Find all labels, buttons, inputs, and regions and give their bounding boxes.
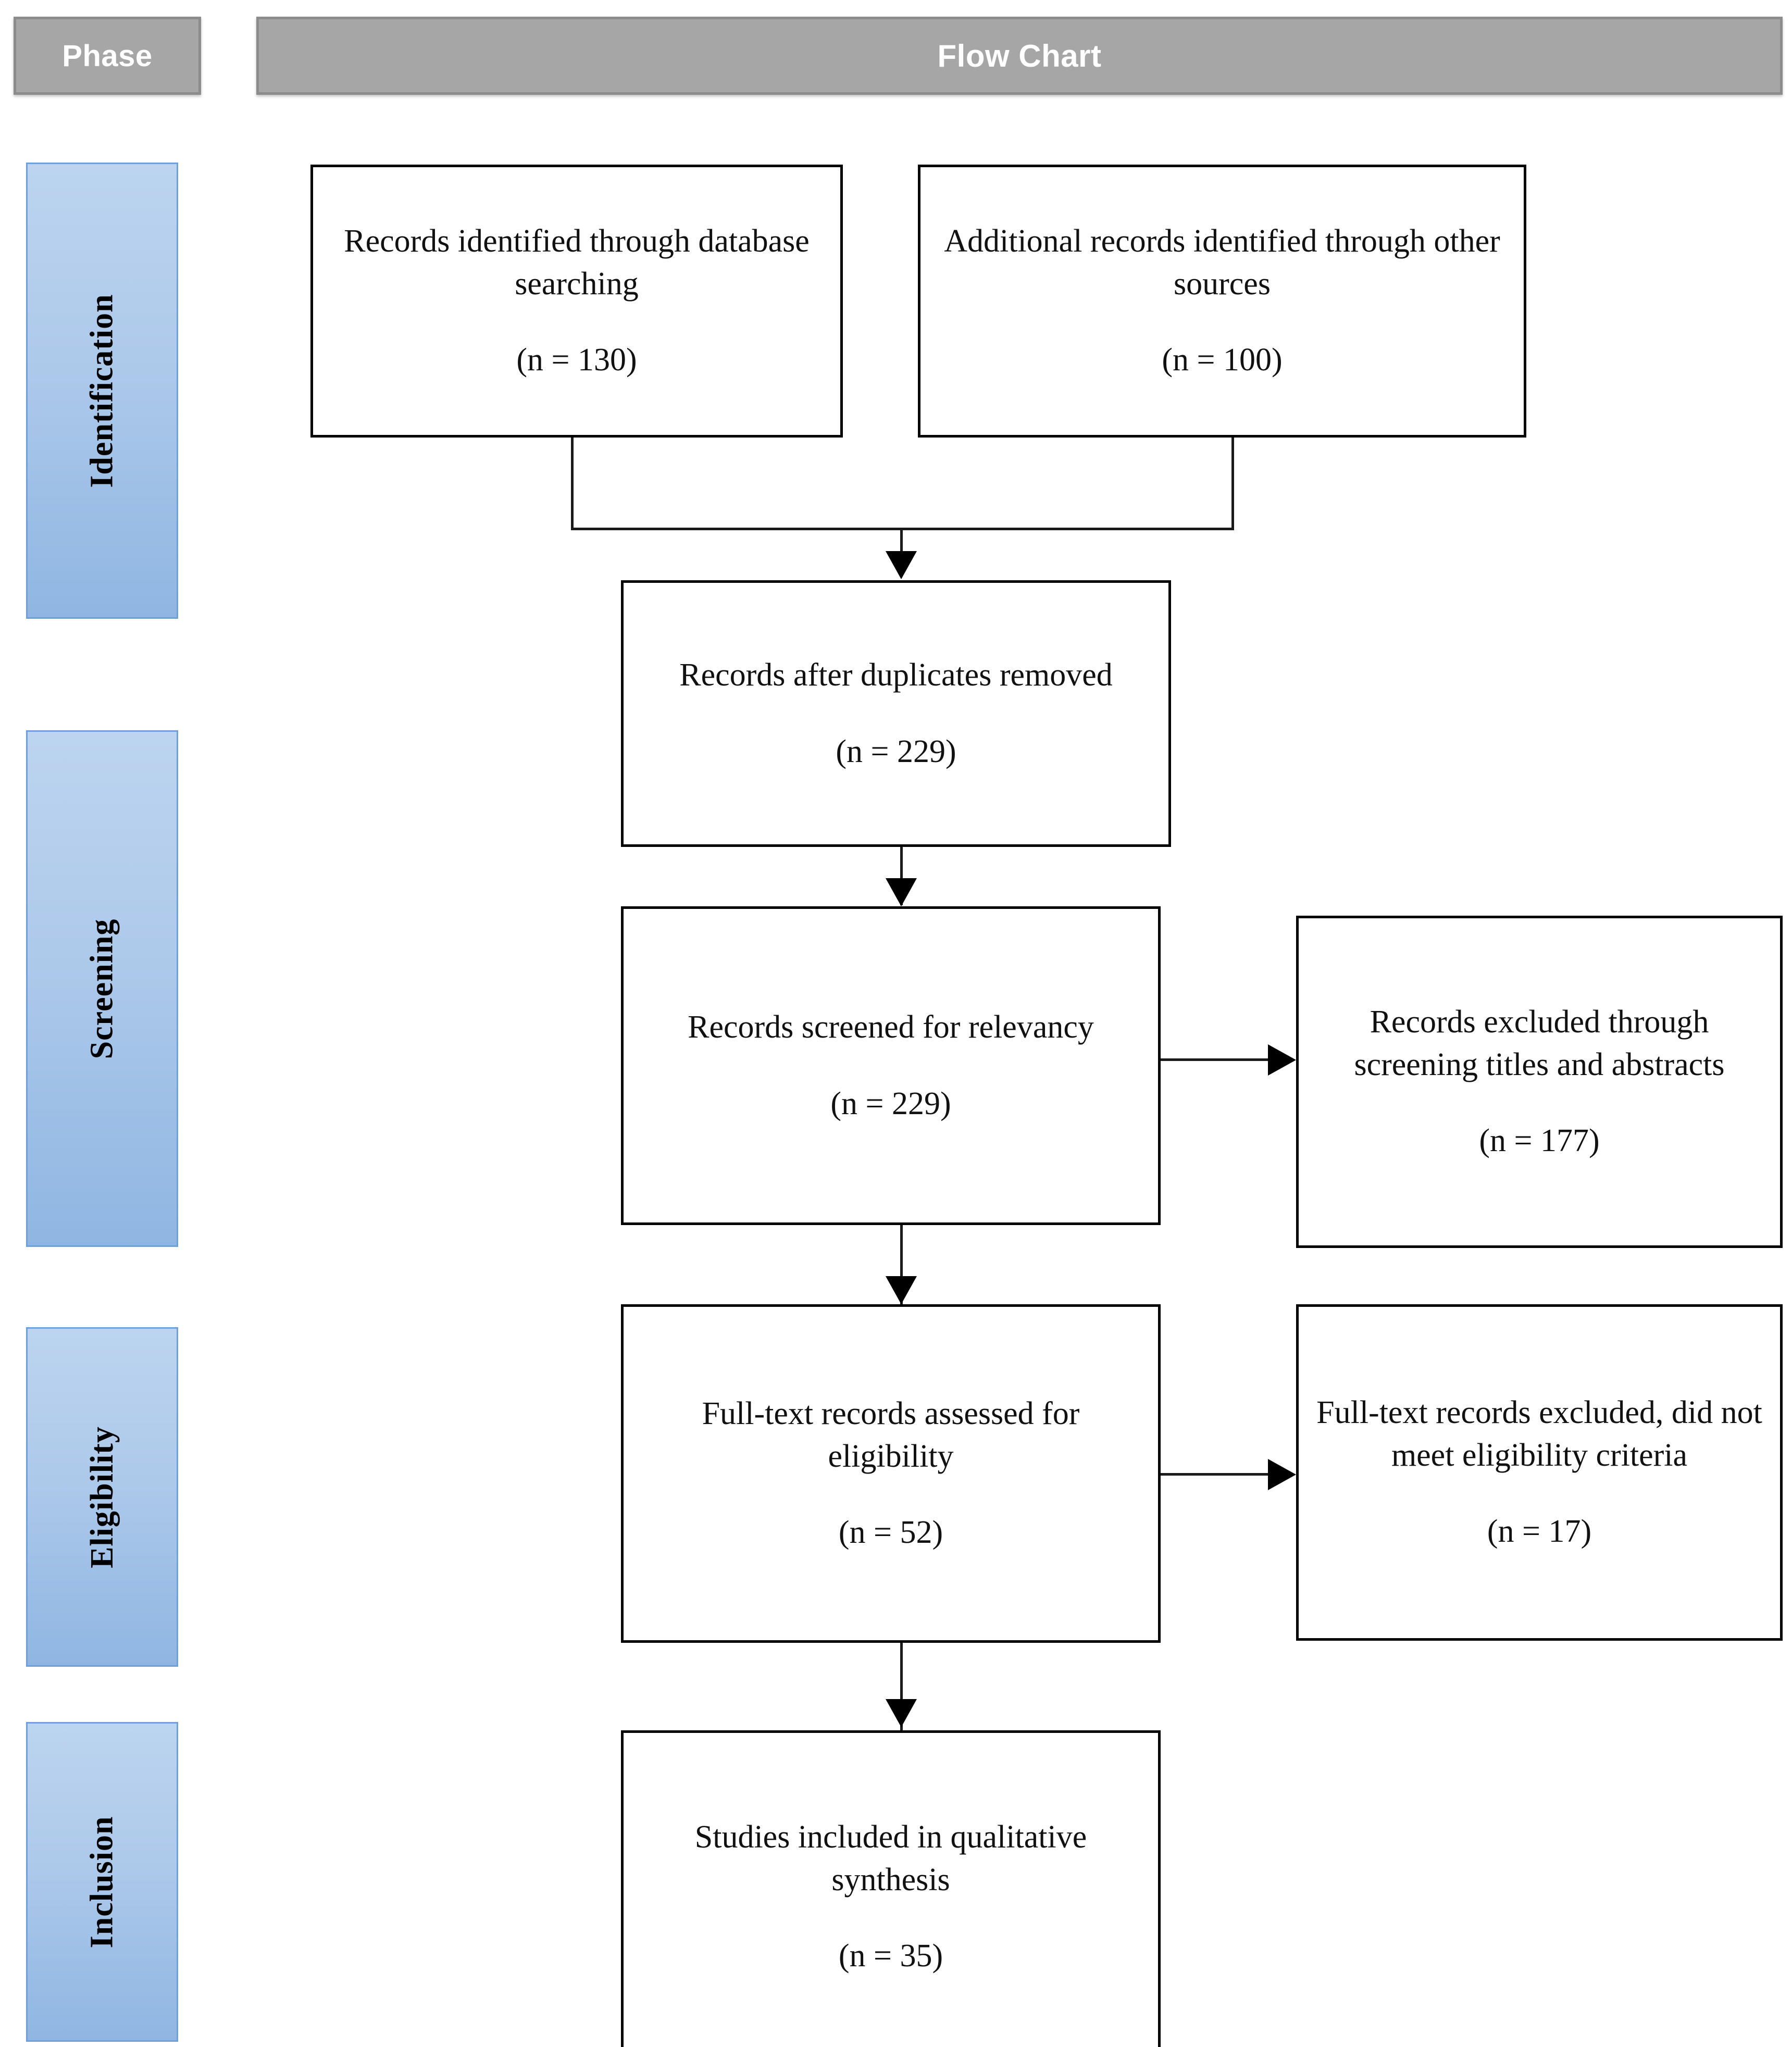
flow-chart-header-label: Flow Chart [937,38,1102,73]
box-records-screened-for-relevancy: Records screened for relevancy (n = 229) [621,906,1161,1225]
arrowhead-fulltext-to-included [886,1699,917,1727]
connector-dupes-to-screened [900,847,903,905]
connector-merge-to-dupes [900,528,903,573]
arrowhead-screened-to-fulltext [886,1276,917,1304]
box-title: Full-text records excluded, did not meet… [1316,1394,1762,1473]
arrowhead-fulltext-to-excluded [1268,1459,1296,1490]
connector-db-search-stub [571,438,574,530]
box-additional-records-other-sources: Additional records identified through ot… [918,165,1526,438]
box-title: Records screened for relevancy [688,1009,1094,1045]
box-title: Studies included in qualitative synthesi… [694,1819,1087,1898]
box-fulltext-assessed-eligibility: Full-text records assessed for eligibili… [621,1304,1161,1643]
arrowhead-screened-to-excluded [1268,1044,1296,1076]
box-title: Records identified through database sear… [344,223,810,302]
arrowhead-dupes-to-screened [886,878,917,906]
box-title: Records excluded through screening title… [1354,1004,1725,1082]
box-count: (n = 229) [830,1085,951,1121]
connector-other-sources-stub [1231,438,1234,530]
box-count: (n = 52) [838,1515,943,1551]
box-records-excluded-screening: Records excluded through screening title… [1296,916,1783,1248]
box-count: (n = 229) [836,733,956,769]
connector-screened-to-excluded [1161,1058,1271,1061]
box-title: Records after duplicates removed [679,657,1113,693]
flow-chart-header: Flow Chart [256,17,1783,95]
phase-header-label: Phase [62,39,153,73]
phase-bar-eligibility: Eligibility [26,1327,178,1667]
phase-bar-inclusion: Inclusion [26,1722,178,2042]
phase-label-screening: Screening [84,918,120,1059]
phase-column-header: Phase [14,17,201,95]
phase-label-inclusion: Inclusion [84,1816,120,1948]
box-count: (n = 35) [838,1938,943,1974]
connector-screened-to-fulltext [900,1225,903,1304]
phase-bar-identification: Identification [26,163,178,619]
arrowhead-merge-to-dupes [886,551,917,579]
box-title: Full-text records assessed for eligibili… [702,1395,1080,1474]
box-records-after-duplicates-removed: Records after duplicates removed (n = 22… [621,580,1171,847]
box-fulltext-excluded-criteria: Full-text records excluded, did not meet… [1296,1304,1783,1641]
phase-label-identification: Identification [84,293,120,488]
box-title: Additional records identified through ot… [944,223,1500,302]
phase-label-eligibility: Eligibility [84,1426,120,1568]
connector-fulltext-to-included [900,1643,903,1731]
box-count: (n = 100) [1162,342,1283,378]
box-count: (n = 17) [1487,1514,1592,1550]
box-count: (n = 177) [1479,1123,1600,1159]
box-studies-included-qualitative-synthesis: Studies included in qualitative synthesi… [621,1730,1161,2047]
box-count: (n = 130) [516,342,637,378]
phase-bar-screening: Screening [26,730,178,1247]
box-records-identified-database: Records identified through database sear… [310,165,843,438]
connector-fulltext-to-excluded [1161,1473,1271,1476]
